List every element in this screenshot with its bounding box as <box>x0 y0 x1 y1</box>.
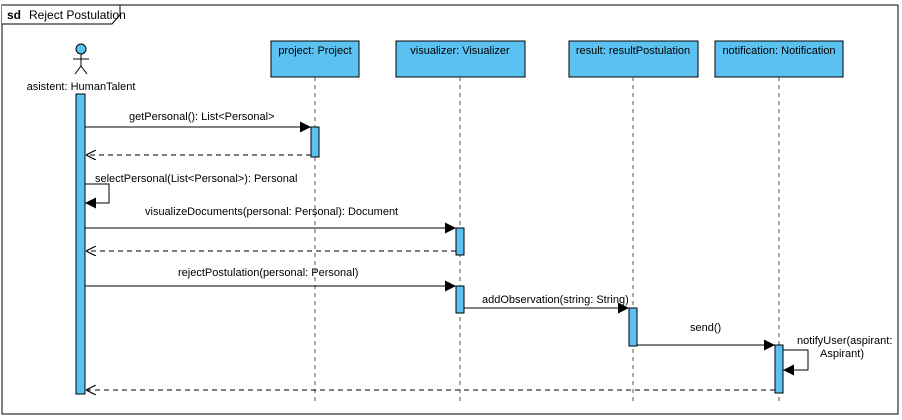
lifeline-project-label: project: Project <box>278 45 351 57</box>
message-notifyuser-label-line2: Aspirant) <box>820 348 864 360</box>
message-selectpersonal-label: selectPersonal(List<Personal>): Personal <box>95 173 297 185</box>
message-addobservation-label: addObservation(string: String) <box>482 294 629 306</box>
actor-stick-figure-icon <box>73 43 89 75</box>
lifeline-result-label: result: resultPostulation <box>576 45 690 57</box>
activation-notification <box>774 344 784 394</box>
activation-project <box>310 126 320 158</box>
activation-result <box>628 307 638 347</box>
lifeline-project: project: Project <box>270 40 360 78</box>
frame-name: Reject Postulation <box>29 8 126 22</box>
actor-label: asistent: HumanTalent <box>27 81 136 93</box>
lifeline-result: result: resultPostulation <box>568 40 699 78</box>
message-selectpersonal-arrow <box>85 183 110 209</box>
lifeline-notification-label: notification: Notification <box>722 45 835 57</box>
message-visualizedocuments-label: visualizeDocuments(personal: Personal): … <box>145 206 398 218</box>
activation-visualizer-2 <box>455 285 465 314</box>
frame-tab <box>2 4 121 25</box>
message-notifyuser-label-line1: notifyUser(aspirant: <box>797 335 892 347</box>
frame-title: sd Reject Postulation <box>7 6 126 23</box>
message-send-label: send() <box>690 322 721 334</box>
lifeline-notification: notification: Notification <box>714 40 844 78</box>
lifeline-visualizer: visualizer: Visualizer <box>395 40 526 78</box>
activation-visualizer-1 <box>455 227 465 256</box>
activation-actor <box>75 93 86 395</box>
message-notifyuser-arrow <box>783 349 809 376</box>
lifeline-visualizer-label: visualizer: Visualizer <box>410 45 510 57</box>
message-rejectpostulation-label: rejectPostulation(personal: Personal) <box>178 267 358 279</box>
message-getpersonal-label: getPersonal(): List<Personal> <box>129 111 275 123</box>
frame-kind: sd <box>7 8 21 22</box>
